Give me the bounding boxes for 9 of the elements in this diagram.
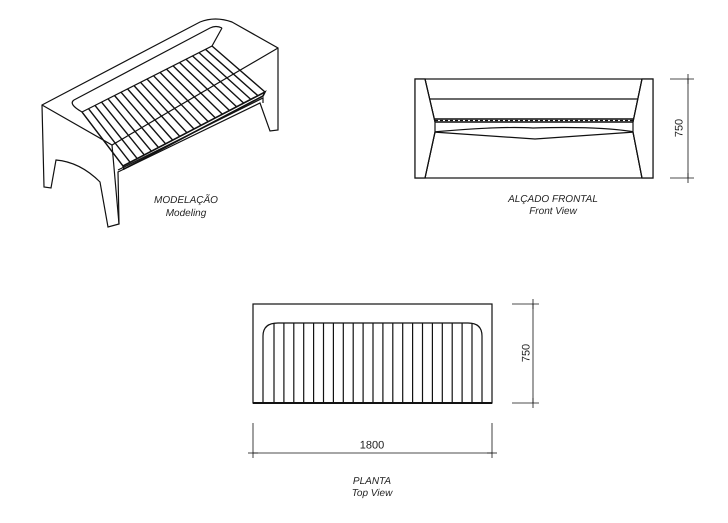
dimension-value: 750 xyxy=(674,118,686,138)
view-subtitle: Front View xyxy=(529,207,577,217)
view-subtitle: Modeling xyxy=(166,209,206,219)
dimension-value: 1800 xyxy=(360,440,384,452)
view-title: MODELAÇÃO xyxy=(154,196,218,206)
view-title: ALÇADO FRONTAL xyxy=(508,195,598,205)
dimension-value: 750 xyxy=(522,344,532,362)
view-subtitle: Top View xyxy=(352,489,392,499)
view-title: PLANTA xyxy=(352,477,392,487)
